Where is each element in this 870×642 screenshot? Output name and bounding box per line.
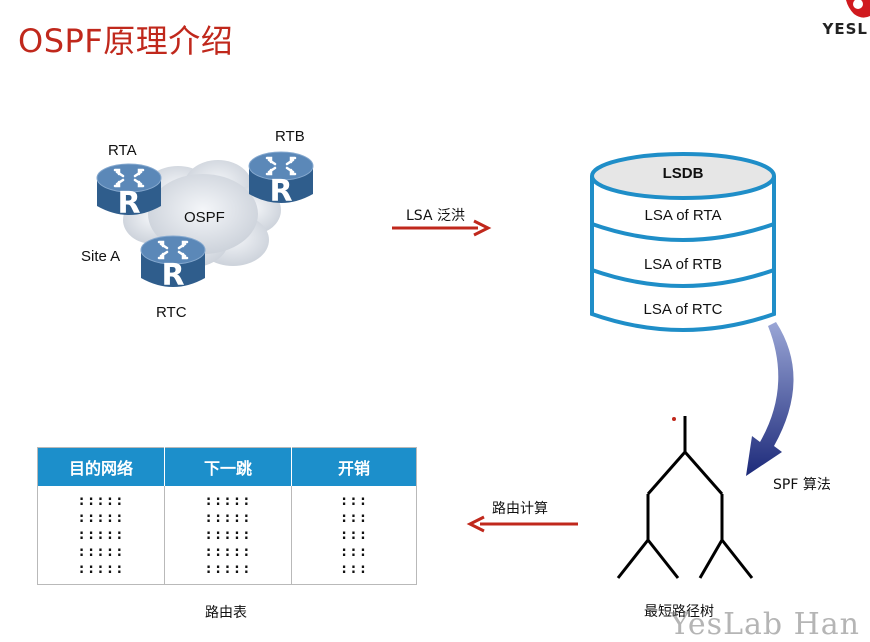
router-rtc-icon (140, 235, 206, 287)
lsa-flood-arrow (392, 219, 492, 237)
table-cell: ::::: ::::: ::::: ::::: ::::: (37, 486, 165, 585)
lsa-flood-label: LSA 泛洪 (406, 208, 465, 224)
ospf-cloud-icon (123, 160, 281, 268)
router-rtb-icon (248, 151, 314, 203)
route-calc-label: 路由计算 (492, 501, 548, 517)
lsdb-database-icon (590, 152, 776, 332)
lsdb-title: LSDB (662, 165, 704, 182)
placeholder-dots: ::::: ::::: ::::: ::::: ::::: (204, 492, 252, 577)
table-row: ::::: ::::: ::::: ::::: ::::: ::::: ::::… (37, 486, 417, 585)
router-rta-icon (96, 163, 162, 215)
router-rtb-label: RTB (275, 128, 305, 145)
router-rtb-glyph: R (269, 174, 293, 209)
slide-title: OSPF原理介绍 (18, 22, 234, 60)
lsdb-entry-rtb: LSA of RTB (643, 256, 723, 273)
header-destination: 目的网络 (37, 447, 165, 486)
route-calc-arrow (466, 515, 578, 533)
brand-logo-icon (846, 0, 870, 18)
shortest-path-tree-icon (616, 416, 754, 579)
router-rta-label: RTA (108, 142, 137, 159)
router-rta-glyph: R (117, 186, 141, 221)
lsdb-entry-rtc: LSA of RTC (643, 301, 723, 318)
site-label: Site A (81, 248, 121, 265)
router-rtc-label: RTC (156, 304, 187, 321)
header-cost: 开销 (291, 447, 417, 486)
placeholder-dots: ::: ::: ::: ::: ::: (339, 492, 369, 577)
watermark: YesLab Han (669, 607, 860, 642)
router-rtc-glyph: R (161, 258, 185, 293)
spf-label: SPF 算法 (773, 477, 831, 493)
table-cell: ::: ::: ::: ::: ::: (292, 486, 417, 585)
cloud-label: OSPF (184, 209, 225, 226)
logo-text: YESL (822, 20, 868, 38)
placeholder-dots: ::::: ::::: ::::: ::::: ::::: (77, 492, 125, 577)
lsdb-entry-rta: LSA of RTA (644, 207, 722, 224)
routing-table: 目的网络 下一跳 开销 ::::: ::::: ::::: ::::: ::::… (37, 447, 417, 585)
routing-table-label: 路由表 (205, 605, 247, 621)
header-next-hop: 下一跳 (164, 447, 292, 486)
spf-arrow (746, 322, 794, 476)
table-cell: ::::: ::::: ::::: ::::: ::::: (164, 486, 292, 585)
spt-label: 最短路径树 (644, 604, 714, 620)
